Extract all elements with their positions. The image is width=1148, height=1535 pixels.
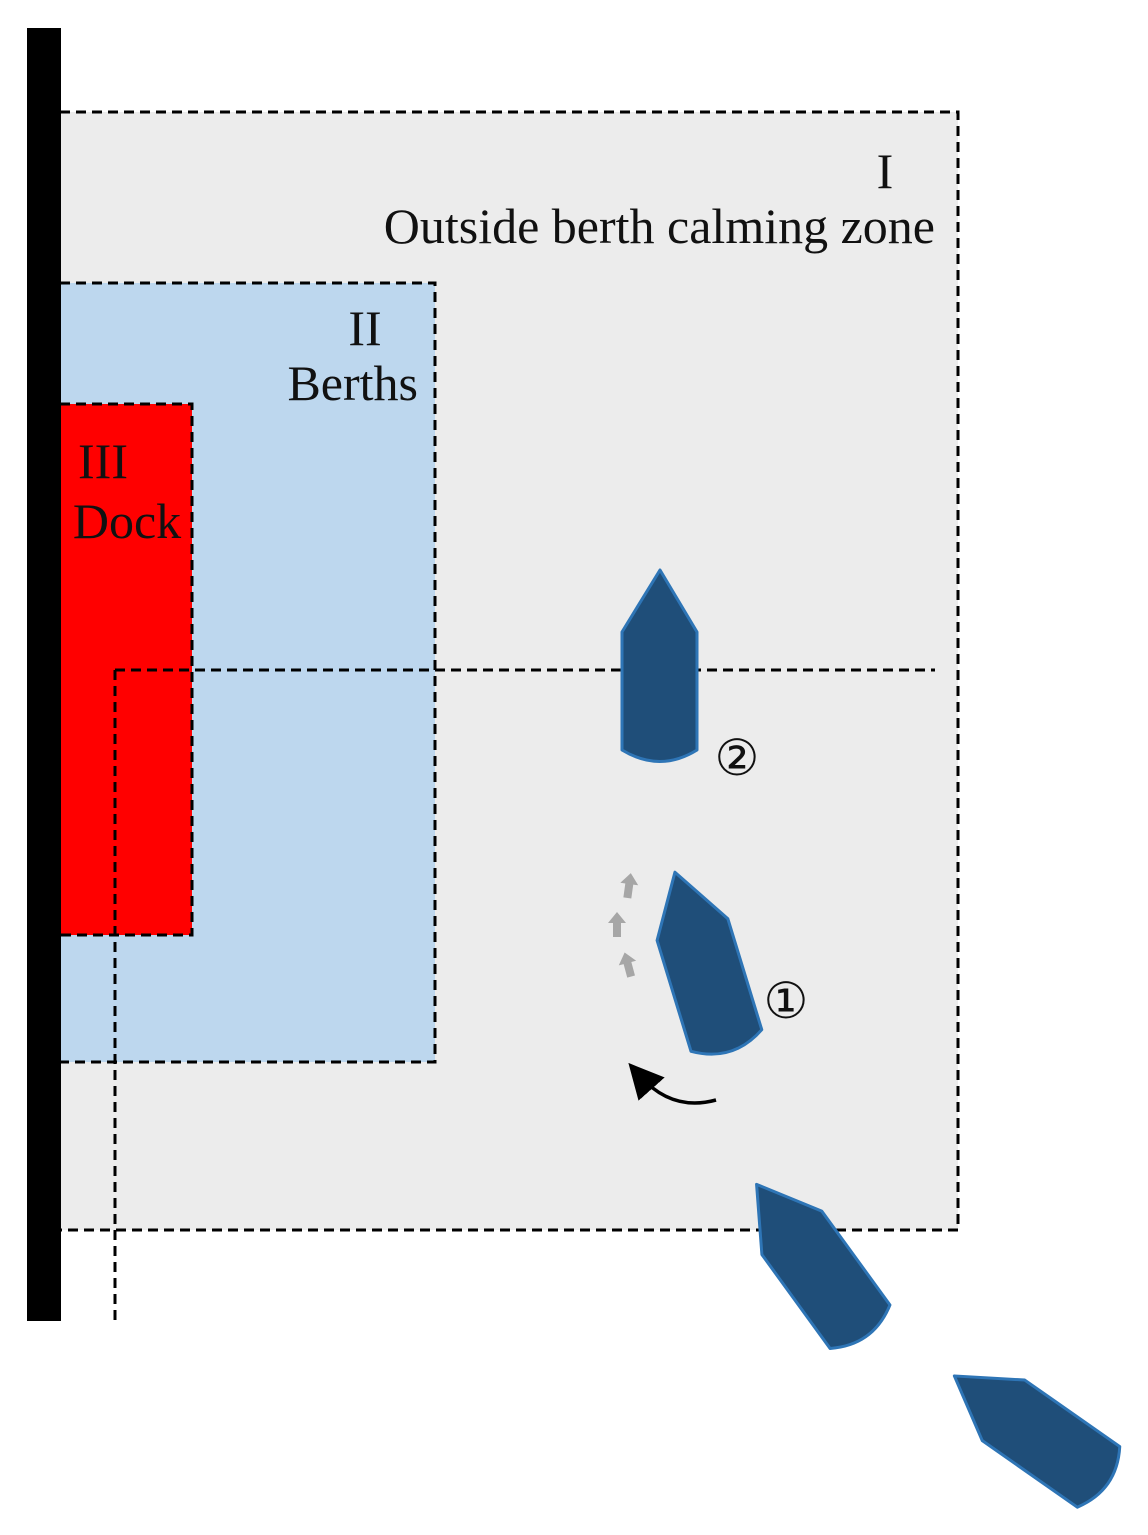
step-marker-2: ② [715, 729, 760, 787]
zone-outer-name: Outside berth calming zone [384, 198, 935, 254]
step-marker-1: ① [764, 972, 809, 1030]
quay-wall [27, 28, 61, 1321]
small-arrow-icon [608, 912, 626, 937]
zone-outer-numeral: I [877, 143, 894, 199]
ship-icon [952, 1374, 1122, 1509]
ship-icon [620, 568, 699, 763]
ship-icon [655, 870, 764, 1056]
zone-outer-border [60, 110, 960, 1232]
zone-berths-name: Berths [287, 355, 418, 411]
zone-dock-name: Dock [73, 493, 181, 549]
small-arrow-icon [620, 873, 639, 899]
zone-dock-numeral: III [78, 433, 128, 489]
rotation-arrow-icon [628, 1062, 717, 1105]
zone-dock-border [60, 402, 194, 937]
small-arrow-icon [618, 952, 637, 978]
ship-icon [755, 1182, 892, 1350]
zone-berths-numeral: II [348, 300, 381, 356]
